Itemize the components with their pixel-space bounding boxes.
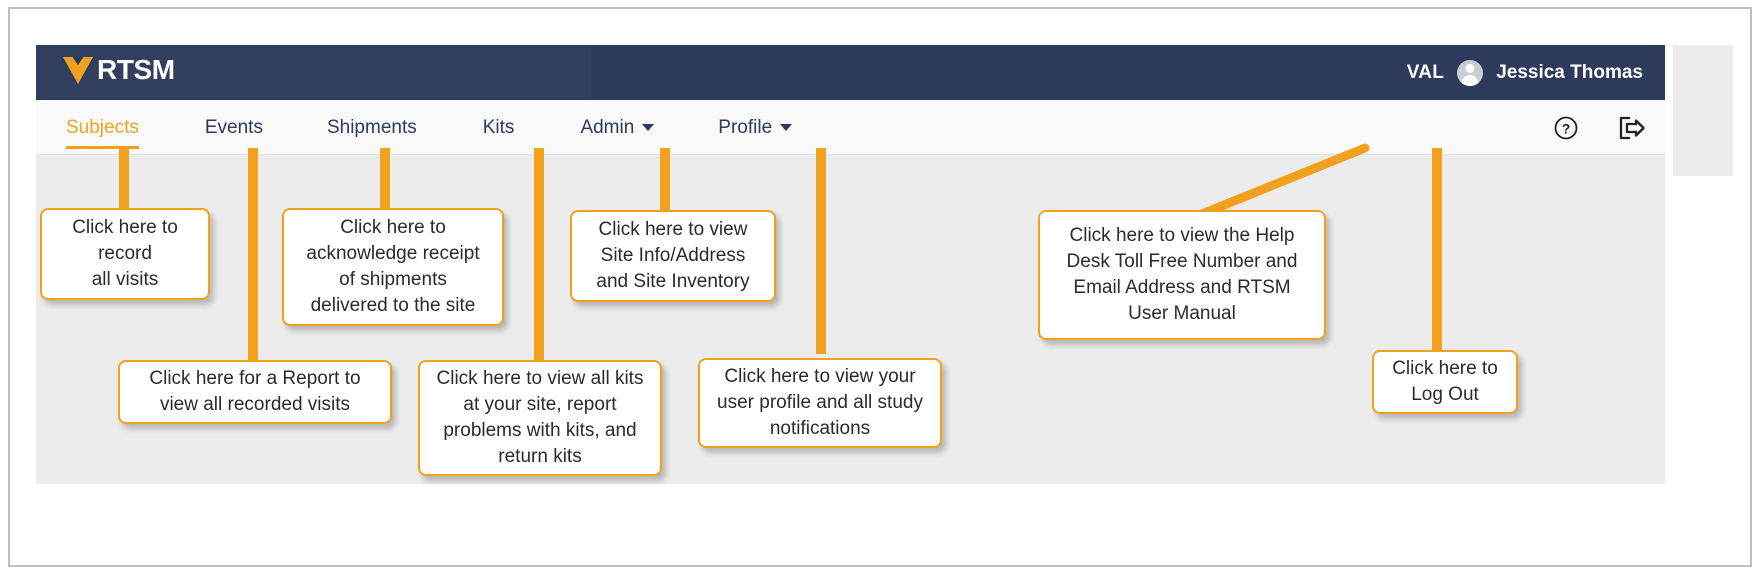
page-right-gray-band bbox=[1673, 45, 1733, 176]
callout-logout: Click here to Log Out bbox=[1372, 350, 1518, 414]
user-name[interactable]: Jessica Thomas bbox=[1496, 61, 1643, 83]
user-avatar-icon[interactable] bbox=[1457, 59, 1484, 86]
callout-profile: Click here to view your user profile and… bbox=[698, 358, 942, 448]
nav-item-profile[interactable]: Profile bbox=[718, 100, 793, 155]
veeva-v-logo-icon bbox=[63, 57, 93, 84]
nav-item-admin[interactable]: Admin bbox=[580, 100, 655, 155]
connector-profile bbox=[816, 148, 826, 354]
connector-events bbox=[248, 148, 258, 364]
nav-item-events[interactable]: Events bbox=[205, 100, 263, 155]
nav-item-shipments[interactable]: Shipments bbox=[327, 100, 417, 155]
header-user-area: VAL Jessica Thomas bbox=[1407, 45, 1643, 100]
logout-arrow-icon[interactable] bbox=[1617, 115, 1647, 141]
connector-admin bbox=[660, 148, 670, 210]
connector-help bbox=[1187, 143, 1370, 223]
logo-text: RTSM bbox=[97, 54, 175, 85]
chevron-down-icon bbox=[642, 124, 655, 131]
nav-item-subjects[interactable]: Subjects bbox=[66, 100, 139, 155]
nav-item-list: Subjects Events Shipments Kits Admin Profile bbox=[66, 100, 793, 155]
callout-shipments: Click here to acknowledge receipt of shi… bbox=[282, 208, 504, 326]
header-left-panel bbox=[36, 46, 591, 99]
connector-subjects bbox=[119, 148, 129, 210]
callout-subjects: Click here to record all visits bbox=[40, 208, 210, 300]
connector-shipments bbox=[380, 148, 390, 210]
nav-utility-icons: ? bbox=[1553, 100, 1647, 155]
nav-item-label: Kits bbox=[482, 116, 515, 138]
app-header: RTSM VAL Jessica Thomas bbox=[36, 45, 1665, 100]
svg-text:?: ? bbox=[1562, 120, 1571, 136]
nav-item-label: Shipments bbox=[326, 116, 417, 138]
callout-admin: Click here to view Site Info/Address and… bbox=[570, 210, 776, 302]
callout-help: Click here to view the Help Desk Toll Fr… bbox=[1038, 210, 1326, 340]
nav-item-label: Profile bbox=[718, 116, 773, 138]
nav-item-label: Subjects bbox=[66, 116, 139, 138]
nav-item-kits[interactable]: Kits bbox=[483, 100, 515, 155]
question-mark-circle-icon[interactable]: ? bbox=[1553, 115, 1579, 141]
environment-label: VAL bbox=[1406, 61, 1445, 83]
nav-item-label: Admin bbox=[580, 116, 635, 138]
callout-events: Click here for a Report to view all reco… bbox=[118, 360, 392, 424]
connector-kits bbox=[534, 148, 544, 364]
chevron-down-icon bbox=[780, 124, 793, 131]
connector-logout bbox=[1432, 148, 1442, 350]
nav-item-label: Events bbox=[204, 116, 263, 138]
callout-kits: Click here to view all kits at your site… bbox=[418, 360, 662, 476]
rtsm-logo[interactable]: RTSM bbox=[61, 54, 175, 86]
